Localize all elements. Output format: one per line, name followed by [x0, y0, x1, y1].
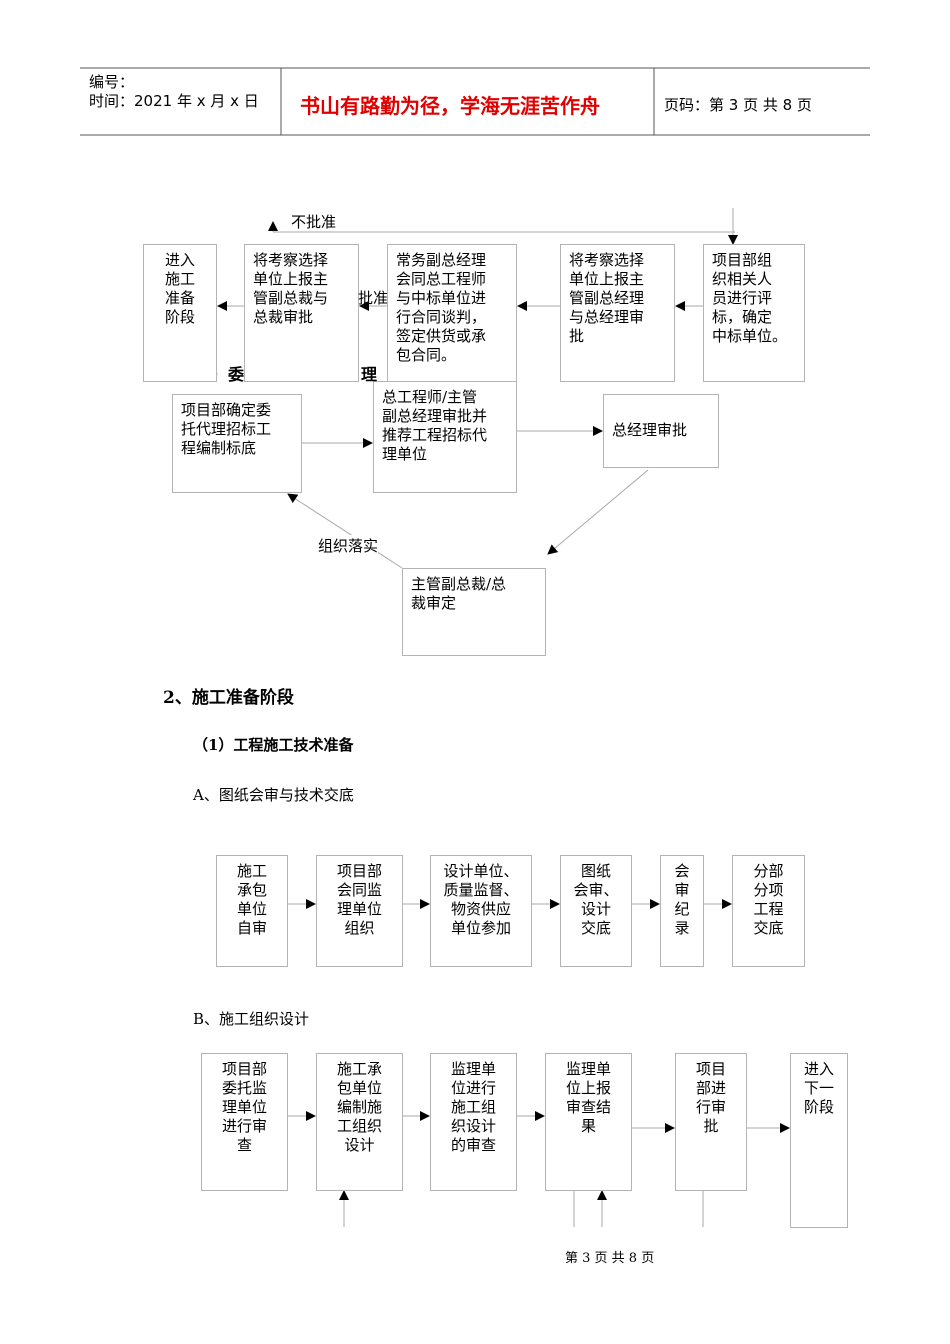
subsection-b: B、施工组织设计: [193, 1010, 310, 1028]
section-title: 2、施工准备阶段: [163, 688, 294, 708]
flow-a-box: 项目部 会同监 理单位 组织: [316, 855, 403, 967]
motto: 书山有路勤为径，学海无涯苦作舟: [300, 94, 600, 118]
hidden-heading-fragment: 理: [361, 365, 378, 384]
flow-a-box: 会 审 纪 录: [660, 855, 704, 967]
flow-box-entrust-agent: 项目部确定委 托代理招标工 程编制标底: [172, 394, 302, 493]
flow-b-box: 监理单 位上报 审查结 果: [545, 1053, 632, 1191]
page-footer: 第 3 页 共 8 页: [565, 1251, 655, 1266]
arrow: [547, 469, 649, 555]
flow-a-box: 图纸 会审、 设计 交底: [560, 855, 632, 967]
doc-time-label: 时间：2021 年 x 月 x 日: [89, 92, 259, 110]
flow-b-box: 项目 部进 行审 批: [675, 1053, 747, 1191]
flow-box-final-decision: 主管副总裁/总 裁审定: [402, 568, 546, 656]
flow-box-report-vp-president: 将考察选择 单位上报主 管副总裁与 总裁审批: [244, 244, 359, 382]
subsection-title: （1）工程施工技术准备: [193, 736, 354, 754]
flow-a-box: 设计单位、 质量监督、 物资供应 单位参加: [430, 855, 532, 967]
flow-b-box: 项目部 委托监 理单位 进行审 查: [201, 1053, 288, 1191]
doc-number-label: 编号：: [89, 73, 135, 91]
organize-label: 组织落实: [318, 535, 379, 556]
flow-b-box: 施工承 包单位 编制施 工组织 设计: [316, 1053, 403, 1191]
flow-a-box: 施工 承包 单位 自审: [216, 855, 288, 967]
flow-box-report-gm: 将考察选择 单位上报主 管副总经理 与总经理审 批: [560, 244, 675, 382]
flow-b-box: 进入 下一 阶段: [790, 1053, 848, 1228]
flow-box-chief-engineer: 总工程师/主管 副总经理审批并 推荐工程招标代 理单位: [373, 381, 517, 493]
not-approved-label: 不批准: [291, 213, 337, 231]
flow-box-enter-prep: 进入 施工 准备 阶段: [143, 244, 217, 382]
flow-box-gm-approval: 总经理审批: [603, 394, 719, 468]
arrow: [287, 493, 403, 569]
page-indicator: 页码：第 3 页 共 8 页: [664, 96, 812, 114]
flow-box-contract-negotiation: 常务副总经理 会同总工程师 与中标单位进 行合同谈判， 签定供货或承 包合同。: [387, 244, 517, 382]
hidden-heading-fragment: ）委: [212, 365, 245, 384]
approved-label: 批准: [358, 289, 389, 307]
flow-a-box: 分部 分项 工程 交底: [732, 855, 805, 967]
flow-b-box: 监理单 位进行 施工组 织设计 的审查: [430, 1053, 517, 1191]
subsection-a: A、图纸会审与技术交底: [193, 786, 354, 804]
flow-box-evaluate-bids: 项目部组 织相关人 员进行评 标，确定 中标单位。: [703, 244, 805, 382]
